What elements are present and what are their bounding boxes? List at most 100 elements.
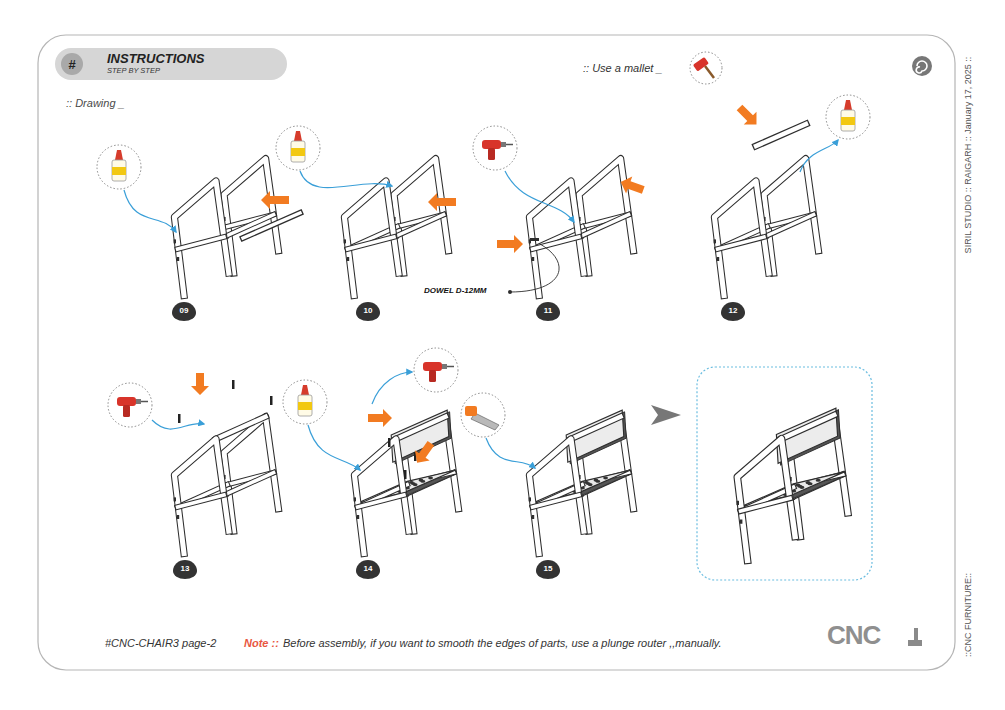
- header-subtitle: STEP BY STEP: [107, 66, 205, 75]
- chair-part-outline: [764, 215, 814, 237]
- seat-hole: [808, 482, 813, 485]
- glue-bottle: [112, 160, 126, 181]
- brand-logo: CNC: [827, 620, 880, 651]
- glue-label: [112, 167, 126, 175]
- icon-ring: [461, 393, 505, 437]
- orange-arrow: [261, 191, 289, 209]
- glue-label: [291, 148, 305, 156]
- note-text: Before assembly, if you want to smooth t…: [283, 637, 722, 650]
- chair-part: [394, 159, 448, 273]
- chair-part: [394, 215, 444, 237]
- result-arrow: [651, 405, 681, 425]
- icon-ring: [276, 126, 320, 170]
- step-number: 10: [356, 302, 380, 321]
- orange-arrow: [368, 409, 392, 427]
- chair-part-outline: [529, 439, 583, 553]
- seat-hole: [413, 483, 418, 486]
- seat-hole: [420, 480, 425, 483]
- slot-mark: [174, 239, 176, 243]
- chair-part-outline: [396, 417, 446, 439]
- chair-part: [344, 181, 398, 295]
- glue-cap: [294, 131, 302, 141]
- slot-mark: [740, 520, 743, 524]
- screw: [270, 396, 273, 405]
- header-symbol: #: [68, 58, 75, 71]
- glue-pointer: [505, 171, 574, 222]
- chair-part: [348, 237, 394, 249]
- chair-part-outline: [718, 237, 764, 249]
- chair-part-outline: [224, 159, 278, 273]
- step-number: 12: [721, 302, 745, 321]
- orange-arrow: [410, 438, 439, 468]
- drill-bit: [141, 401, 148, 403]
- slot-mark: [736, 501, 739, 505]
- glue-pointer: [152, 420, 204, 429]
- step-label: 09: [180, 307, 189, 315]
- chair-part-outline: [782, 415, 835, 439]
- icon-ring: [473, 126, 517, 170]
- chair-part: [529, 181, 583, 295]
- glue-cap: [301, 385, 309, 395]
- step-number: 15: [536, 560, 560, 579]
- chair-part: [533, 495, 579, 507]
- drill-bit: [506, 144, 513, 146]
- chair-part-outline: [394, 159, 448, 273]
- chair-part-outline: [714, 181, 768, 295]
- chair-part: [764, 159, 818, 273]
- note-heading: Note ::: [244, 637, 279, 650]
- page-frame: [38, 35, 955, 670]
- chair-drawing: [714, 159, 819, 296]
- glue-pointer: [800, 140, 838, 172]
- header-title: INSTRUCTIONS: [107, 52, 205, 66]
- chair-drawing: [174, 417, 279, 554]
- chair-part: [358, 495, 404, 507]
- chair-part: [174, 439, 228, 553]
- chair-part-outline: [344, 181, 398, 295]
- glue-pointer: [308, 425, 360, 470]
- chair-drawing: [354, 410, 459, 553]
- chair-part-outline: [348, 237, 394, 249]
- chair-part-outline: [174, 181, 228, 295]
- icon-ring: [97, 145, 141, 189]
- chair-drawing: [344, 159, 449, 296]
- result-frame: [697, 367, 872, 580]
- chair-part-outline: [243, 213, 300, 238]
- chair-drawing: [736, 408, 847, 560]
- chair-part: [714, 181, 768, 295]
- glue-pointer: [124, 190, 176, 232]
- slot-mark: [532, 515, 534, 519]
- icon-ring: [826, 95, 870, 139]
- screw: [404, 470, 407, 479]
- glue-bottle: [841, 110, 855, 131]
- step-label: 15: [544, 565, 553, 573]
- chair-part: [396, 417, 446, 439]
- slot-mark: [714, 239, 716, 243]
- icon-ring: [690, 52, 722, 84]
- side-credit: ::CNC FURNITURE::: [963, 573, 974, 657]
- slot-mark: [174, 497, 176, 501]
- chair-part: [178, 237, 224, 249]
- seat-hole: [603, 477, 608, 480]
- chair-part: [529, 439, 583, 553]
- chair-part: [782, 415, 835, 439]
- icon-ring: [283, 380, 327, 424]
- chair-part: [737, 439, 795, 561]
- glue-label: [841, 117, 855, 125]
- chair-part: [533, 237, 579, 249]
- chair-part-outline: [178, 237, 224, 249]
- chair-part: [224, 159, 278, 273]
- glue-pointer: [300, 171, 392, 188]
- page-id: #CNC-CHAIR3 page-2: [105, 637, 216, 650]
- slot-mark: [177, 257, 179, 261]
- loose-parts: [243, 124, 806, 238]
- chair-part: [354, 439, 408, 553]
- leader-line: [510, 244, 559, 292]
- drill-handle: [488, 148, 495, 160]
- screw: [178, 414, 181, 423]
- orange-arrow: [618, 173, 647, 198]
- step-label: 13: [181, 565, 190, 573]
- drill-body: [423, 362, 442, 371]
- seat-hole: [595, 480, 600, 483]
